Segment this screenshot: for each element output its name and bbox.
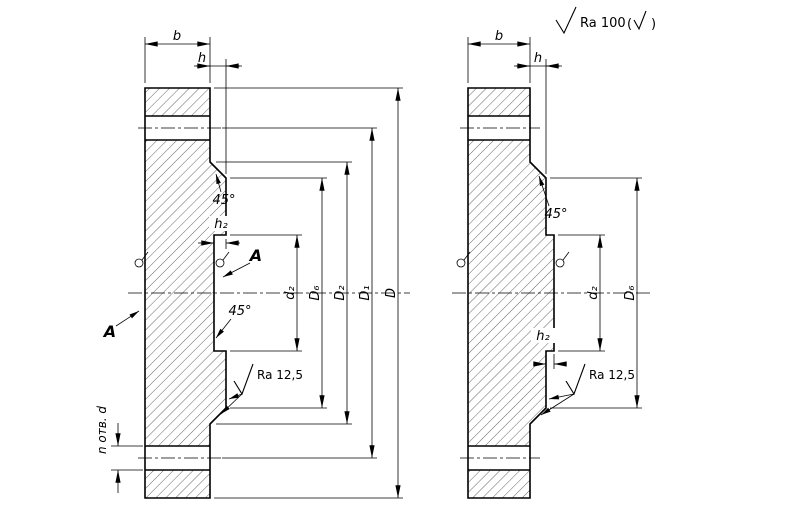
surface-mark-icon — [456, 251, 471, 268]
left-centerlines — [128, 127, 410, 459]
left-flange-section: b h h₂ 45° 45° d₂ D₆ D₂ D₁ D Ra 12,5 A A… — [95, 29, 410, 499]
roughness-check-icon — [565, 363, 586, 396]
roughness-check-icon — [233, 363, 254, 396]
surface-mark-icon — [134, 251, 149, 268]
right-flange-outline — [467, 87, 555, 499]
chamfer-label-top-left: 45° — [212, 193, 235, 208]
general-roughness-note: Ra 100 ( ) — [555, 6, 656, 35]
surface-mark-icon — [555, 251, 570, 268]
general-roughness-paren-open: ( — [627, 17, 632, 32]
right-dimensions — [467, 37, 642, 409]
right-surface-marks — [456, 251, 570, 268]
left-surface-marks — [134, 251, 230, 268]
dim-label-D6-left: D₆ — [308, 285, 323, 300]
left-flange-outline — [144, 87, 227, 499]
dim-label-D6-right: D₆ — [623, 285, 638, 300]
roughness-label-right: Ra 12,5 — [589, 368, 635, 382]
dim-label-D1: D₁ — [358, 285, 373, 300]
chamfer-label-top-right: 45° — [544, 207, 567, 222]
chamfer-label-groove-left: 45° — [228, 304, 251, 319]
section-label-a-2: A — [102, 322, 116, 341]
dim-label-b-left: b — [173, 29, 181, 44]
dim-label-d2-left: d₂ — [283, 286, 298, 299]
label-halo — [209, 216, 233, 231]
dim-label-h2-right: h₂ — [536, 329, 549, 344]
right-flange-section: b h h₂ 45° d₂ D₆ Ra 12,5 — [452, 29, 652, 499]
right-bolt-hole-edges — [468, 115, 530, 471]
right-leaders — [538, 175, 586, 416]
holes-count-label: n отв. d — [95, 406, 109, 454]
dim-label-h2-left: h₂ — [214, 217, 227, 232]
left-bolt-hole-edges — [145, 115, 210, 471]
dim-label-D: D — [384, 288, 399, 298]
surface-mark-icon — [215, 251, 230, 268]
general-roughness-label: Ra 100 — [580, 16, 626, 31]
dim-label-d2-right: d₂ — [586, 286, 601, 299]
left-dimensions — [111, 37, 403, 499]
dim-label-D2: D₂ — [333, 285, 348, 300]
dim-label-h-right: h — [534, 51, 542, 66]
label-halo — [531, 328, 555, 343]
section-label-a-1: A — [248, 246, 262, 265]
roughness-check-icon — [633, 10, 647, 31]
general-roughness-paren-close: ) — [651, 17, 656, 32]
roughness-check-icon — [555, 6, 577, 35]
dim-label-b-right: b — [495, 29, 503, 44]
left-leaders — [115, 173, 254, 415]
roughness-label-left: Ra 12,5 — [257, 368, 303, 382]
dim-label-h-left: h — [198, 51, 206, 66]
right-centerlines — [452, 127, 652, 459]
